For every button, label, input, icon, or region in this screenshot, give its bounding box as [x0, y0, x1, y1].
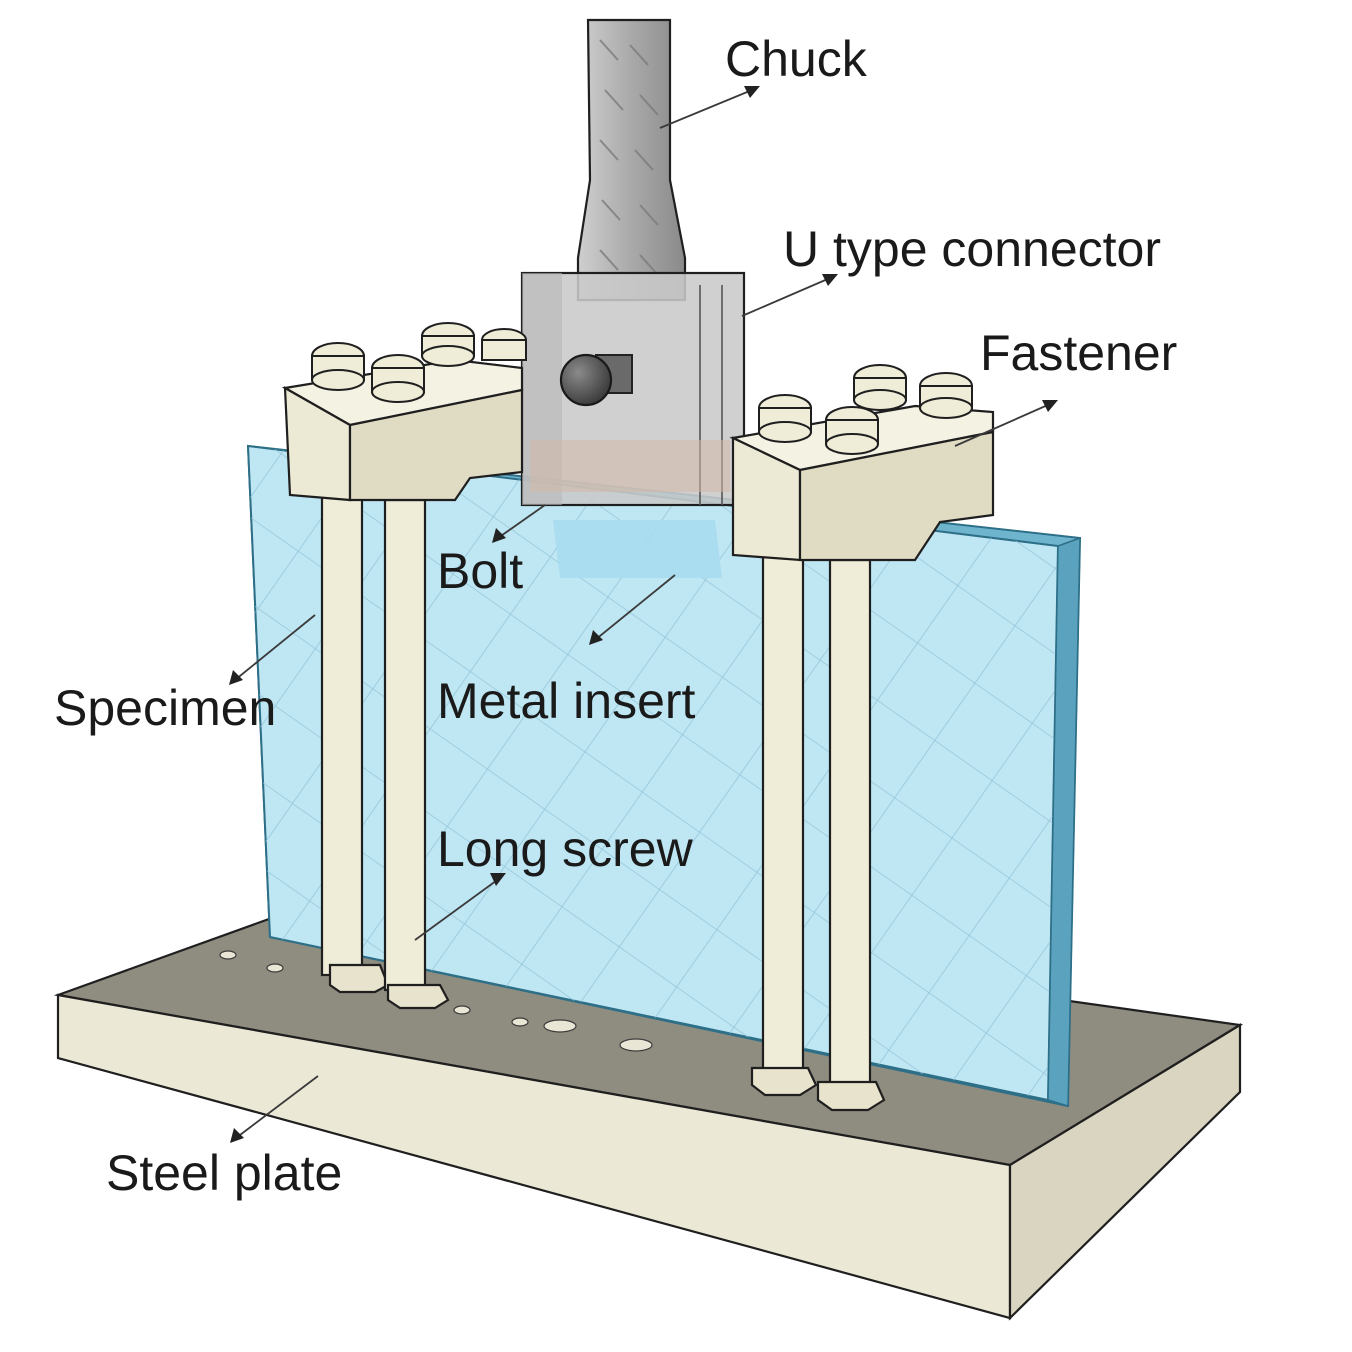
long-screw-right-2 [816, 558, 886, 1112]
label-fastener: Fastener [980, 325, 1177, 381]
bolt-leader [492, 504, 546, 543]
long-screw-leader [414, 873, 506, 941]
u-connector-leader [741, 274, 838, 317]
steel-plate-leader [230, 1075, 319, 1143]
metal-insert-leader [589, 574, 676, 645]
leader-lines [229, 86, 1058, 1143]
long-screws [320, 493, 886, 1112]
specimen-leader [229, 614, 316, 685]
label-chuck: Chuck [725, 31, 868, 87]
label-steel-plate: Steel plate [106, 1145, 342, 1201]
fastener-nuts-right [758, 364, 973, 455]
fastener-left [281, 322, 527, 502]
u-type-connector [520, 271, 746, 507]
label-u-type-connector: U type connector [783, 221, 1161, 277]
label-bolt: Bolt [437, 543, 523, 599]
metal-insert [553, 520, 722, 578]
plate-holes [219, 950, 653, 1052]
fastener-right [729, 364, 995, 562]
chuck [576, 18, 687, 302]
label-specimen: Specimen [54, 680, 276, 736]
fastener-nuts-left [311, 322, 527, 403]
label-metal-insert: Metal insert [437, 673, 696, 729]
long-screw-right-1 [750, 553, 818, 1097]
labels: Chuck U type connector Fastener Bolt Spe… [54, 31, 1177, 1201]
long-screw-left-2 [383, 498, 450, 1010]
bolt [559, 353, 633, 407]
fastener-leader [954, 400, 1058, 447]
label-long-screw: Long screw [437, 821, 694, 877]
long-screw-left-1 [320, 493, 390, 994]
chuck-leader [659, 86, 760, 129]
